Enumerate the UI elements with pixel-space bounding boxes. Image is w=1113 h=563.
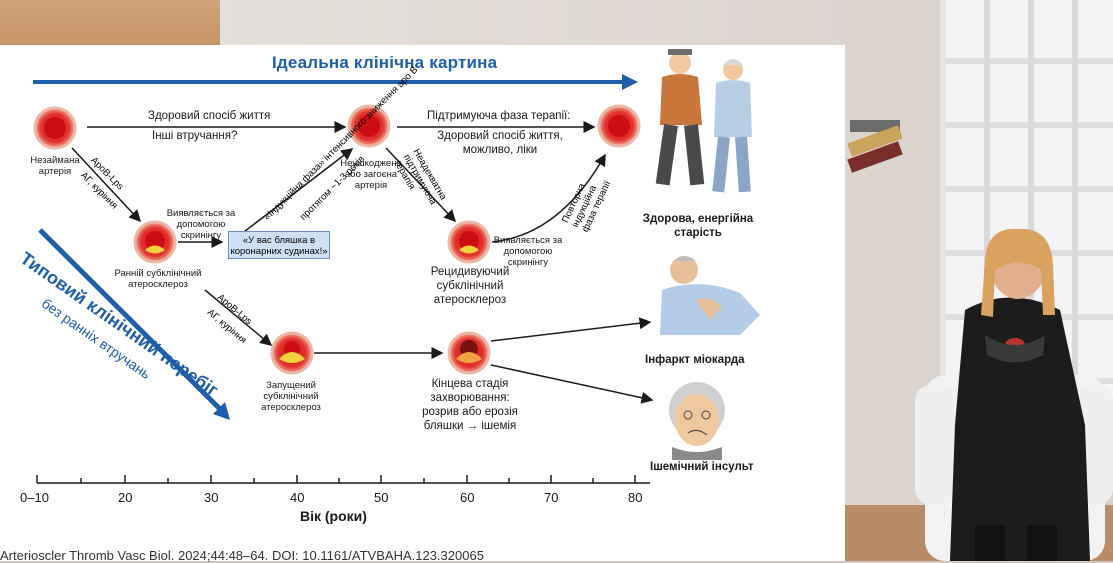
edge-detected-1: Виявляється за допомогою скринінгу (166, 208, 236, 241)
edge-healthy-life: Здоровий спосіб життя (148, 110, 271, 122)
typical-path-arrow (38, 228, 224, 413)
edge-other-interventions: Інші втручання? (152, 130, 238, 142)
artery-undamaged (347, 104, 391, 148)
node-early-atherosclerosis: Ранній субклінічний атеросклероз (114, 268, 202, 290)
edge-maintenance-title: Підтримуюча фаза терапії: (427, 110, 571, 122)
artery-healthy-final (597, 104, 641, 148)
node-terminal-stage: Кінцева стадія захворювання: розрив або … (422, 378, 518, 432)
plaque-note-box: «У вас бляшка в коронарних судинах!» (228, 231, 330, 259)
artery-recurrent (447, 220, 491, 264)
x-tick-60: 60 (460, 490, 475, 505)
ideal-path-title: Ідеальна клінічна картина (272, 53, 498, 72)
node-undamaged-artery: Неушкоджена або загоєна артерія (340, 158, 402, 191)
x-tick-70: 70 (544, 490, 559, 505)
x-axis-title: Вік (роки) (300, 508, 367, 524)
node-intact-artery: Незаймана артерія (30, 155, 80, 177)
x-tick-50: 50 (374, 490, 389, 505)
node-recurrent-atherosclerosis: Рецидивуючий субклінічний атеросклероз (430, 266, 510, 306)
citation: Arterioscler Thromb Vasc Biol. 2024;44:4… (0, 548, 484, 563)
heart-attack-man-illustration (660, 256, 760, 335)
x-tick-30: 30 (204, 490, 219, 505)
healthy-elderly-couple-illustration (655, 49, 752, 193)
presentation-slide: Ідеальна клінічна картина Незаймана арте… (0, 45, 845, 563)
edge-detected-2: Виявляється за допомогою скринінгу (493, 235, 563, 268)
artery-intact (33, 106, 77, 150)
outcome-healthy-aging: Здорова, енергійна старість (642, 213, 754, 239)
artery-early (133, 220, 177, 264)
stroke-woman-illustration (669, 382, 725, 460)
outcome-myocardial-infarction: Інфаркт міокарда (645, 354, 745, 366)
x-tick-80: 80 (628, 490, 643, 505)
x-tick-20: 20 (118, 490, 133, 505)
edge-maintenance-body: Здоровий спосіб життя, можливо, ліки (437, 130, 563, 156)
wall-picture-frame (0, 0, 220, 46)
artery-terminal (447, 331, 491, 375)
books-decor (847, 120, 903, 173)
artery-advanced (270, 331, 314, 375)
x-tick-0-10: 0–10 (20, 490, 49, 505)
node-advanced-atherosclerosis: Запущений субклінічний атеросклероз (261, 380, 321, 413)
presenter (915, 228, 1113, 561)
x-tick-40: 40 (290, 490, 305, 505)
diagram-canvas (33, 49, 760, 484)
outcome-ischemic-stroke: Ішемічний інсульт (650, 461, 754, 473)
